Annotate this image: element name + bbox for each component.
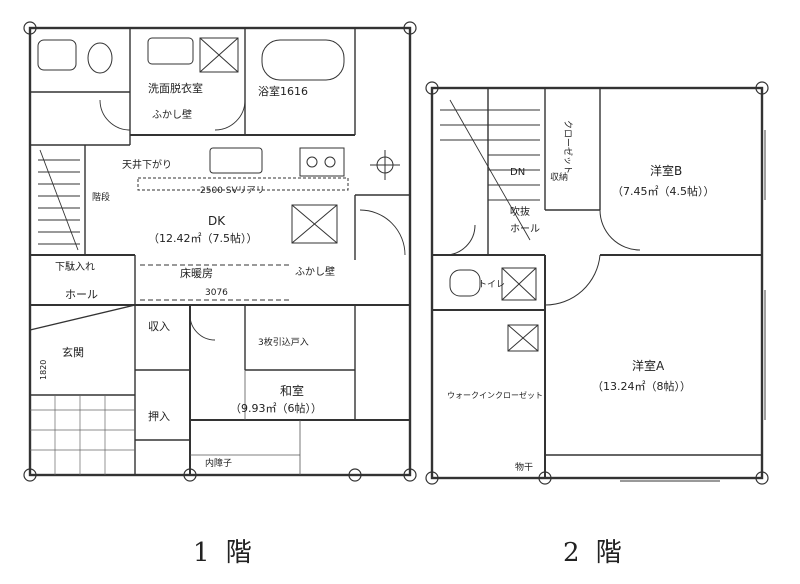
floor1-title: 1 階 bbox=[193, 538, 256, 568]
closet-door-label: 3枚引込戸入 bbox=[258, 336, 309, 348]
dk-area-label: （12.42㎡（7.5帖）） bbox=[148, 232, 257, 245]
stairwell-label: 吹抜 bbox=[510, 205, 530, 218]
f2-hall-label: ホール bbox=[510, 223, 540, 235]
hall-label: ホール bbox=[65, 288, 98, 301]
f2-storage-label: 収納 bbox=[550, 171, 568, 183]
floor1-stairs bbox=[38, 149, 80, 251]
ceiling-label: 天井下がり bbox=[122, 158, 172, 171]
floor2-stairs bbox=[440, 99, 540, 241]
storage-label: 収入 bbox=[148, 320, 170, 333]
dk-label: DK bbox=[208, 214, 226, 228]
f2-dn-label: DN bbox=[510, 167, 525, 178]
washitsu-label: 和室 bbox=[280, 383, 304, 398]
floor2-windows bbox=[620, 130, 766, 482]
oshiire-label: 押入 bbox=[148, 409, 170, 423]
youshitsu-a-label: 洋室A bbox=[632, 358, 665, 373]
bath-label: 浴室1616 bbox=[258, 84, 308, 98]
kitchen-sink-label: 2500 SVリアリ bbox=[200, 186, 265, 196]
floor2-fixtures bbox=[444, 209, 641, 352]
genkan-width-label: 1820 bbox=[39, 360, 48, 380]
floor-heating-size: 3076 bbox=[205, 288, 228, 298]
genkan-label: 玄関 bbox=[62, 345, 84, 359]
bench-label: ふかし壁 bbox=[152, 108, 192, 121]
stairs-label: 階段 bbox=[92, 191, 110, 203]
floor2-walls bbox=[430, 86, 764, 480]
youshitsu-b-label: 洋室B bbox=[650, 163, 682, 178]
uchi-shoji-label: 内障子 bbox=[205, 457, 232, 469]
genkan-tiles bbox=[30, 395, 135, 475]
youshitsu-a-area: （13.24㎡（8帖）） bbox=[592, 380, 691, 393]
floor1-walls bbox=[28, 26, 412, 477]
bench2-label: ふかし壁 bbox=[295, 265, 335, 278]
floor1-fixtures bbox=[37, 37, 400, 301]
floor1-columns bbox=[23, 21, 417, 482]
floor2-title: 2 階 bbox=[563, 538, 626, 568]
toilet-label: トイレ bbox=[478, 280, 505, 290]
entry-storage-label: 下駄入れ bbox=[55, 260, 95, 273]
washroom-label: 洗面脱衣室 bbox=[148, 81, 203, 95]
f2-closet-label: クローゼット bbox=[562, 120, 574, 174]
walkin-label: ウォークインクローゼット bbox=[447, 390, 543, 400]
washitsu-tatami bbox=[190, 370, 301, 475]
youshitsu-b-area: （7.45㎡（4.5帖）） bbox=[612, 185, 715, 198]
floor-heating-label: 床暖房 bbox=[180, 266, 213, 280]
balcony-label: 物干 bbox=[515, 461, 533, 473]
floor2-columns bbox=[425, 81, 769, 485]
washitsu-area-label: （9.93㎡（6帖）） bbox=[230, 402, 322, 415]
floor1-doors bbox=[99, 99, 406, 341]
